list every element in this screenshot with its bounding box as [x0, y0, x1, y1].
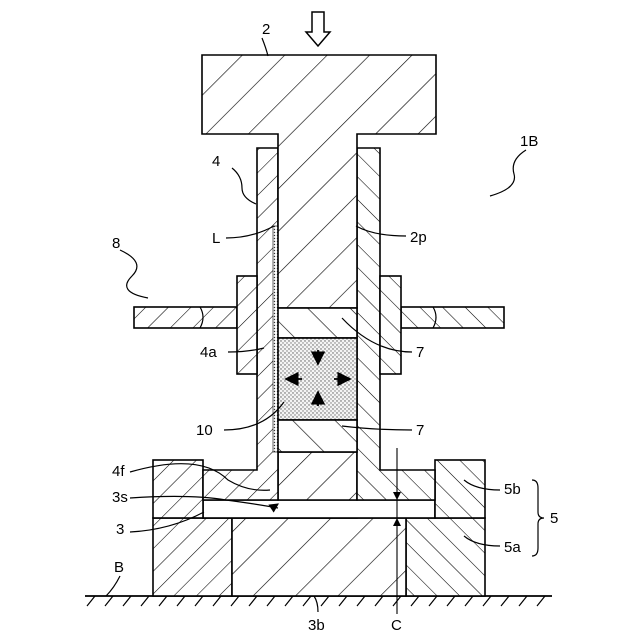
label-upper-ring: 5b — [504, 481, 521, 498]
label-heater: 8 — [112, 235, 120, 252]
lower-spacer — [278, 420, 357, 452]
load-arrow-icon — [306, 12, 330, 46]
label-lower-ring: 5a — [504, 539, 521, 556]
label-piston-face: 2p — [410, 229, 427, 246]
lower-ring-left — [153, 518, 232, 596]
label-sample: 10 — [196, 422, 213, 439]
heater-rod-left — [134, 307, 237, 328]
label-anvil: 3 — [116, 521, 124, 538]
label-clearance: C — [391, 617, 402, 634]
heater-block-left — [237, 276, 257, 374]
upper-ring-right — [435, 460, 485, 518]
label-press: 2 — [262, 21, 270, 38]
label-upper-spacer: 7 — [416, 344, 424, 361]
anvil-core — [278, 452, 357, 500]
label-holder: 5 — [550, 510, 558, 527]
label-base: B — [114, 559, 124, 576]
holder-brace — [532, 480, 544, 556]
anvil-base — [232, 518, 406, 596]
label-lower-spacer: 7 — [416, 422, 424, 439]
anvil-top-flange — [203, 500, 435, 518]
lower-ring-right — [406, 518, 485, 596]
heater-rod-right — [401, 307, 504, 328]
label-anvil-base: 3b — [308, 617, 325, 634]
label-lubricant: L — [212, 230, 220, 247]
heater-block-right — [380, 276, 401, 374]
label-sleeve-part: 4a — [200, 344, 217, 361]
label-flange: 4f — [112, 463, 125, 480]
label-sleeve: 4 — [212, 153, 220, 170]
label-apparatus: 1B — [520, 133, 538, 150]
press-punch — [202, 55, 436, 308]
upper-spacer — [278, 308, 357, 338]
label-anvil-face: 3s — [112, 489, 128, 506]
upper-ring-left — [153, 460, 203, 518]
ground — [85, 596, 552, 606]
